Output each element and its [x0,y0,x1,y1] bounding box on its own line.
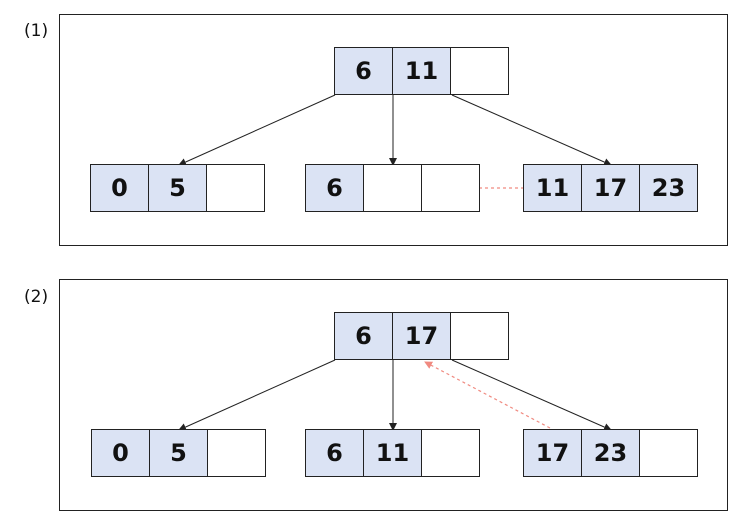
panel-1-leaf-node-left: 0 5 [90,164,265,212]
key-cell: 6 [334,47,393,95]
key-cell: 5 [148,164,207,212]
panel-2-edge-left [178,359,336,431]
panel-2-leaf-node-middle: 6 11 [305,429,480,477]
panel-2-root-node: 6 17 [334,312,509,360]
empty-cell [363,164,422,212]
empty-cell [207,429,266,477]
key-cell: 0 [90,164,149,212]
empty-cell [421,164,480,212]
empty-cell [421,429,480,477]
panel-2-leaf-node-left: 0 5 [91,429,266,477]
panel-1-edge-left [178,94,336,166]
panel-1-root-node: 6 11 [334,47,509,95]
empty-cell [639,429,698,477]
key-cell: 5 [149,429,208,477]
panel-1-edge-right [451,94,612,166]
key-cell: 17 [523,429,582,477]
key-cell: 23 [639,164,698,212]
empty-cell [206,164,265,212]
key-cell: 17 [392,312,451,360]
panel-2-label: (2) [24,287,49,307]
empty-cell [450,47,509,95]
key-cell: 11 [363,429,422,477]
key-cell: 23 [581,429,640,477]
panel-2 [59,279,728,511]
panel-1 [59,14,728,246]
panel-2-leaf-node-right: 17 23 [523,429,698,477]
empty-cell [450,312,509,360]
key-cell: 0 [91,429,150,477]
panel-2-edge-right [451,359,612,431]
panel-1-leaf-node-right: 11 17 23 [523,164,698,212]
panel-1-leaf-node-middle: 6 [305,164,480,212]
key-cell: 11 [392,47,451,95]
key-cell: 11 [523,164,582,212]
key-cell: 6 [305,429,364,477]
panel-1-label: (1) [24,21,49,41]
key-cell: 6 [334,312,393,360]
key-cell: 17 [581,164,640,212]
key-cell: 6 [305,164,364,212]
